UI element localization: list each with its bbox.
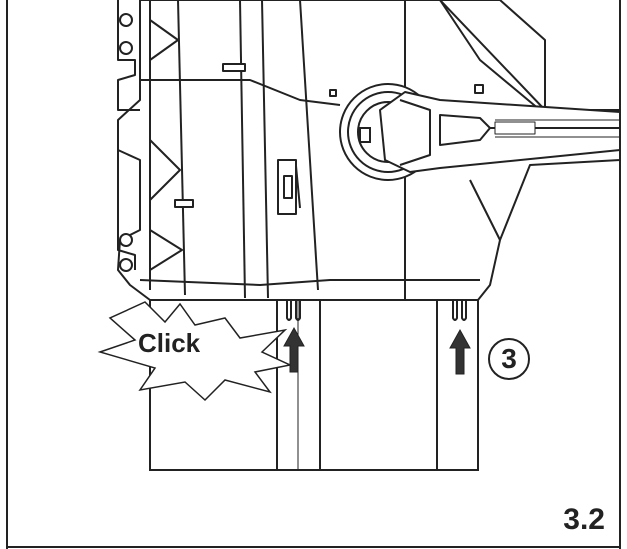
up-arrow-icon <box>283 326 305 373</box>
click-burst <box>97 301 293 402</box>
up-arrow-icon <box>449 328 471 375</box>
click-label: Click <box>138 328 201 358</box>
lever-arm <box>379 91 621 173</box>
frame-border <box>6 0 621 549</box>
figure-number: 3.2 <box>563 503 605 536</box>
step-number-badge: 3 <box>488 338 530 380</box>
latch-pins <box>286 300 467 321</box>
